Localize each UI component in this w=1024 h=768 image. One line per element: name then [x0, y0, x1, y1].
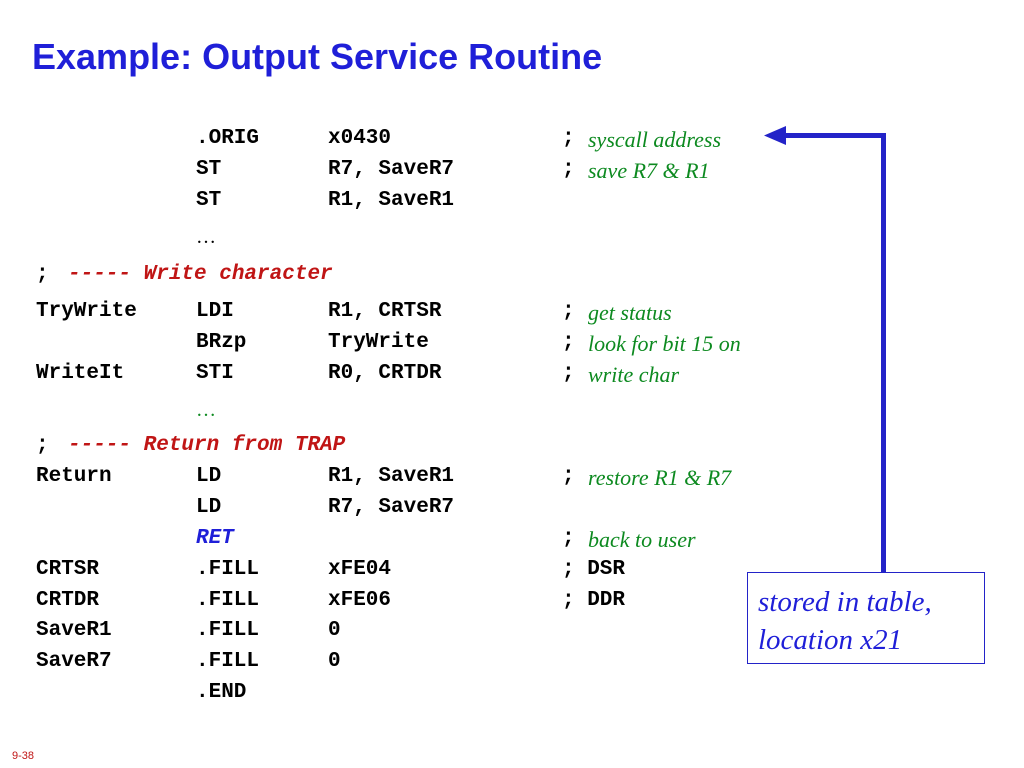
opcode: .END	[196, 681, 247, 704]
code-label: SaveR7	[36, 650, 112, 673]
operand: 0	[328, 650, 341, 673]
operand: R7, SaveR7	[328, 158, 455, 181]
comment-marker: ;	[562, 300, 575, 323]
code-label: WriteIt	[36, 362, 125, 385]
section-heading: ----- Return from TRAP	[68, 434, 346, 457]
comment-marker: ;	[562, 127, 575, 150]
operand: 0	[328, 619, 341, 642]
comment: get status	[588, 300, 672, 325]
comment: restore R1 & R7	[588, 465, 732, 490]
comment-marker: ;	[562, 158, 575, 181]
ellipsis: …	[196, 399, 216, 421]
arrow-head-icon	[764, 126, 786, 145]
callout-box: stored in table, location x21	[747, 572, 985, 664]
operand: x0430	[328, 127, 392, 150]
section-heading: ----- Write character	[68, 263, 333, 286]
opcode: LDI	[196, 300, 234, 323]
operand: R0, CRTDR	[328, 362, 442, 385]
ellipsis: …	[196, 226, 216, 248]
operand: R1, SaveR1	[328, 189, 455, 212]
operand: R1, SaveR1	[328, 465, 455, 488]
opcode: ST	[196, 158, 222, 181]
slide-number: 9-38	[12, 750, 35, 762]
arrow-connector-horizontal	[778, 133, 886, 138]
comment: ; DSR	[562, 558, 626, 581]
opcode: LD	[196, 465, 222, 488]
code-label: Return	[36, 465, 112, 488]
arrow-head-shape	[764, 126, 786, 145]
comment: back to user	[588, 527, 696, 552]
opcode: .FILL	[196, 558, 260, 581]
opcode: .FILL	[196, 650, 260, 673]
slide-title: Example: Output Service Routine	[32, 36, 603, 77]
operand: xFE04	[328, 558, 392, 581]
callout-line: stored in table,	[758, 586, 932, 618]
comment: save R7 & R1	[588, 158, 710, 183]
comment: ; DDR	[562, 589, 626, 612]
operand: R1, CRTSR	[328, 300, 442, 323]
opcode: BRzp	[196, 331, 247, 354]
operand: R7, SaveR7	[328, 496, 455, 519]
comment-marker: ;	[36, 263, 49, 286]
opcode: .ORIG	[196, 127, 260, 150]
callout-line: location x21	[758, 624, 903, 656]
opcode: LD	[196, 496, 222, 519]
comment-marker: ;	[562, 527, 575, 550]
comment: look for bit 15 on	[588, 331, 741, 356]
opcode: RET	[196, 527, 234, 550]
comment: write char	[588, 362, 680, 387]
comment-marker: ;	[562, 331, 575, 354]
comment: syscall address	[588, 127, 722, 152]
operand: xFE06	[328, 589, 392, 612]
code-label: SaveR1	[36, 619, 112, 642]
opcode: .FILL	[196, 589, 260, 612]
comment-marker: ;	[36, 434, 49, 457]
code-label: CRTSR	[36, 558, 100, 581]
code-label: CRTDR	[36, 589, 100, 612]
opcode: STI	[196, 362, 234, 385]
operand: TryWrite	[328, 331, 429, 354]
code-label: TryWrite	[36, 300, 137, 323]
opcode: .FILL	[196, 619, 260, 642]
comment-marker: ;	[562, 362, 575, 385]
opcode: ST	[196, 189, 222, 212]
arrow-connector-vertical	[881, 133, 886, 573]
comment-marker: ;	[562, 465, 575, 488]
